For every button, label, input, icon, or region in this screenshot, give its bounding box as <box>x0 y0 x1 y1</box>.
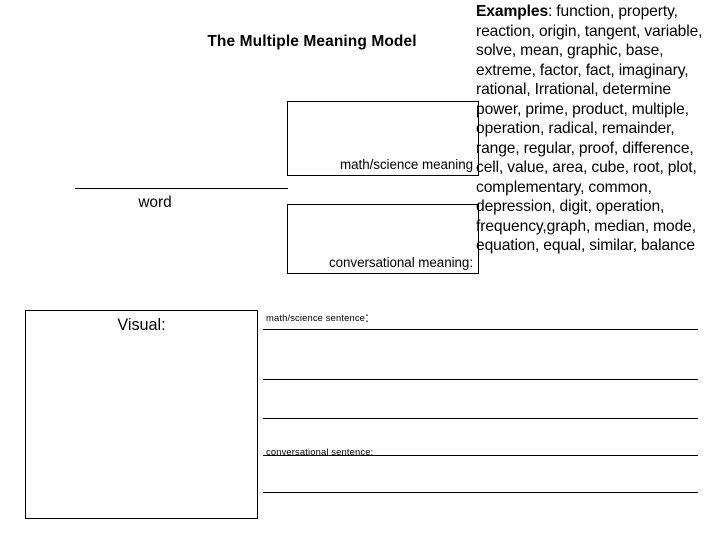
examples-lead-label: Examples <box>476 3 549 20</box>
visual-box[interactable]: Visual: <box>25 310 258 519</box>
sentence-rule-line <box>263 492 698 493</box>
word-underline <box>75 188 288 189</box>
sentence-rule-line <box>263 329 698 330</box>
math-science-meaning-box[interactable]: math/science meaning <box>287 101 479 176</box>
page-title: The Multiple Meaning Model <box>207 33 417 50</box>
sentence-rule-line <box>263 455 698 456</box>
math-science-sentence-colon: : <box>365 309 370 325</box>
conversational-meaning-box[interactable]: conversational meaning: <box>287 204 479 274</box>
examples-lead-separator: : <box>548 3 557 20</box>
sentence-rule-line <box>263 418 698 419</box>
math-science-sentence-label: math/science sentence: <box>266 309 369 325</box>
conversational-meaning-label: conversational meaning: <box>328 255 473 270</box>
examples-terms: function, property, reaction, origin, ta… <box>476 3 703 254</box>
math-science-meaning-label: math/science meaning <box>340 157 473 172</box>
conversational-sentence-label: conversational sentence: <box>266 446 374 457</box>
sentence-rule-line <box>263 379 698 380</box>
math-science-sentence-text: math/science sentence <box>266 312 366 323</box>
word-label: word <box>138 194 172 211</box>
examples-text-block: Examples: function, property, reaction, … <box>476 2 704 256</box>
visual-label: Visual: <box>117 316 166 334</box>
